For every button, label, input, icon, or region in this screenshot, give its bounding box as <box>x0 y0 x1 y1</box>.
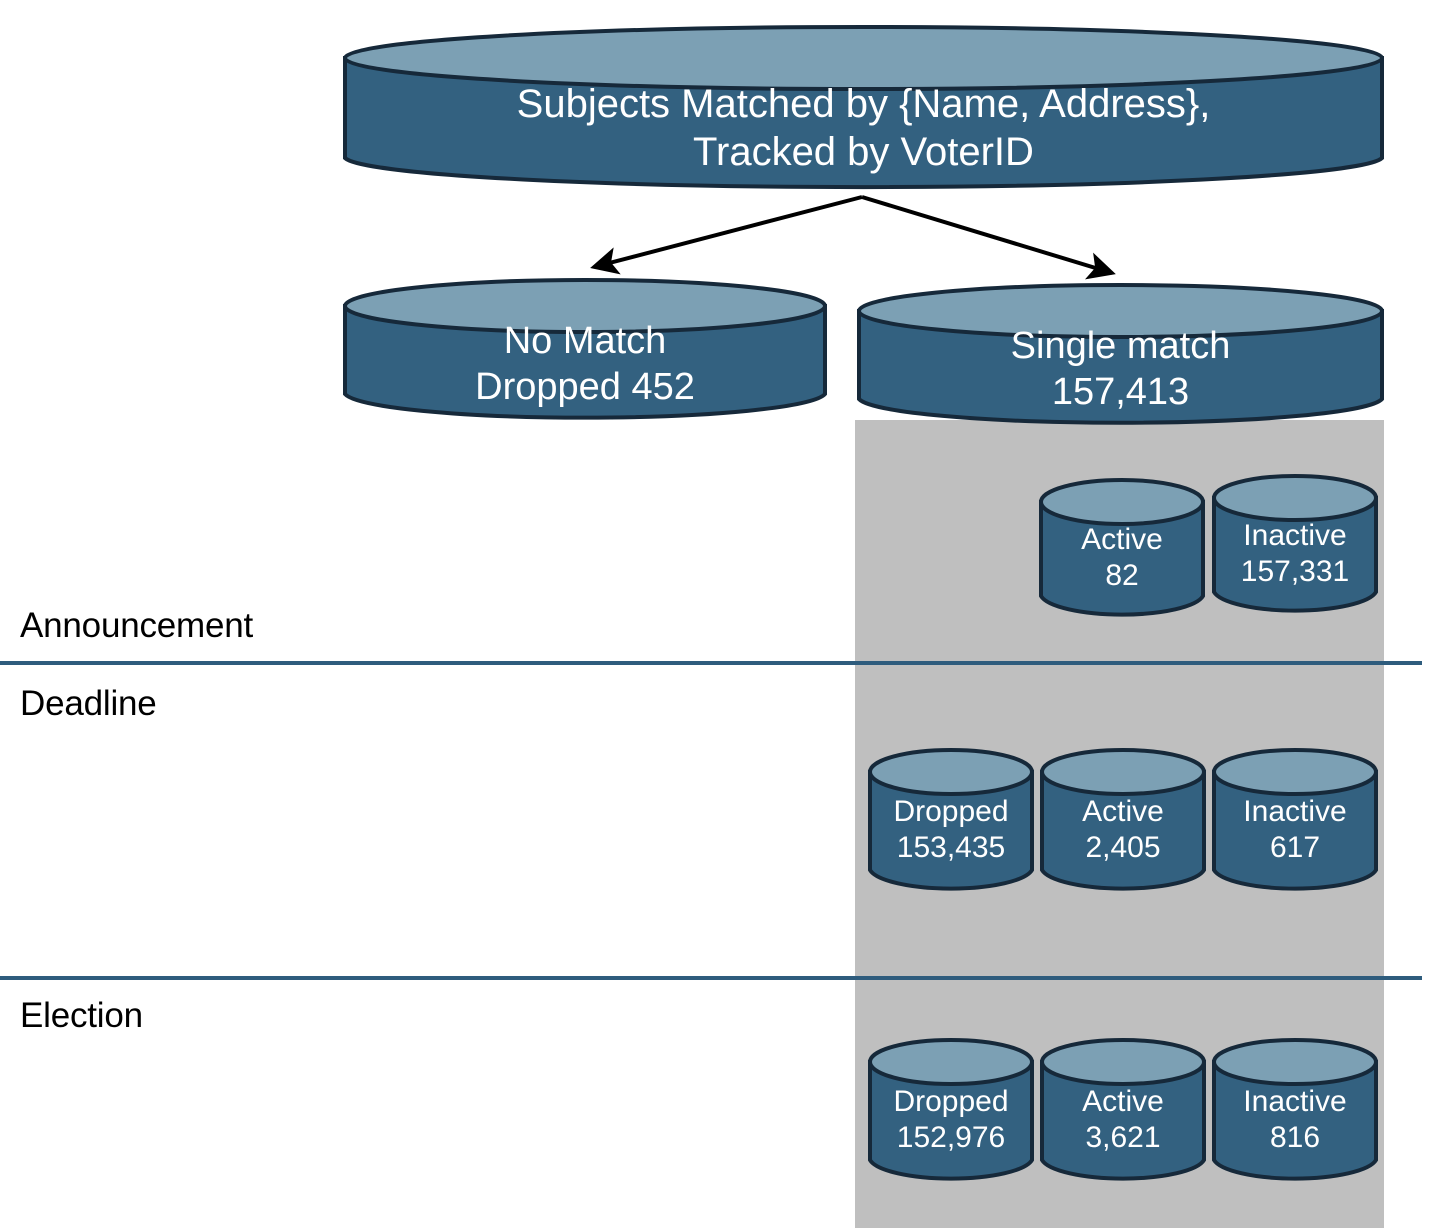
cylinder-deadline-inactive[interactable]: Inactive 617 <box>1212 748 1378 894</box>
cylinder-root[interactable]: Subjects Matched by {Name, Address}, Tra… <box>343 25 1384 191</box>
cylinder-no-match[interactable]: No Match Dropped 452 <box>343 278 827 422</box>
arrow-root-to-single-match <box>861 195 1116 280</box>
cylinder-announcement-inactive[interactable]: Inactive 157,331 <box>1212 474 1378 616</box>
divider-deadline-election <box>0 976 1422 980</box>
arrow-root-to-no-match <box>590 195 863 275</box>
cylinder-election-dropped-shape <box>868 1038 1034 1181</box>
cylinder-election-active-shape <box>1040 1038 1206 1181</box>
cylinder-election-dropped[interactable]: Dropped 152,976 <box>868 1038 1034 1184</box>
cylinder-deadline-active-shape <box>1040 748 1206 891</box>
cylinder-election-inactive-shape <box>1212 1038 1378 1181</box>
cylinder-root-shape <box>343 25 1384 190</box>
cylinder-single-match[interactable]: Single match 157,413 <box>857 283 1384 427</box>
cylinder-deadline-dropped[interactable]: Dropped 153,435 <box>868 748 1034 894</box>
stage-label-election: Election <box>20 996 143 1035</box>
cylinder-single-match-shape <box>857 283 1384 425</box>
cylinder-no-match-shape <box>343 278 827 420</box>
cylinder-election-inactive[interactable]: Inactive 816 <box>1212 1038 1378 1184</box>
cylinder-announcement-active[interactable]: Active 82 <box>1039 478 1205 620</box>
cylinder-deadline-inactive-shape <box>1212 748 1378 891</box>
stage-label-deadline: Deadline <box>20 684 157 723</box>
cylinder-announcement-active-shape <box>1039 478 1205 617</box>
stage-label-announcement: Announcement <box>20 606 254 645</box>
divider-announcement-deadline <box>0 661 1422 665</box>
cylinder-deadline-active[interactable]: Active 2,405 <box>1040 748 1206 894</box>
cylinder-deadline-dropped-shape <box>868 748 1034 891</box>
cylinder-announcement-inactive-shape <box>1212 474 1378 613</box>
cylinder-election-active[interactable]: Active 3,621 <box>1040 1038 1206 1184</box>
